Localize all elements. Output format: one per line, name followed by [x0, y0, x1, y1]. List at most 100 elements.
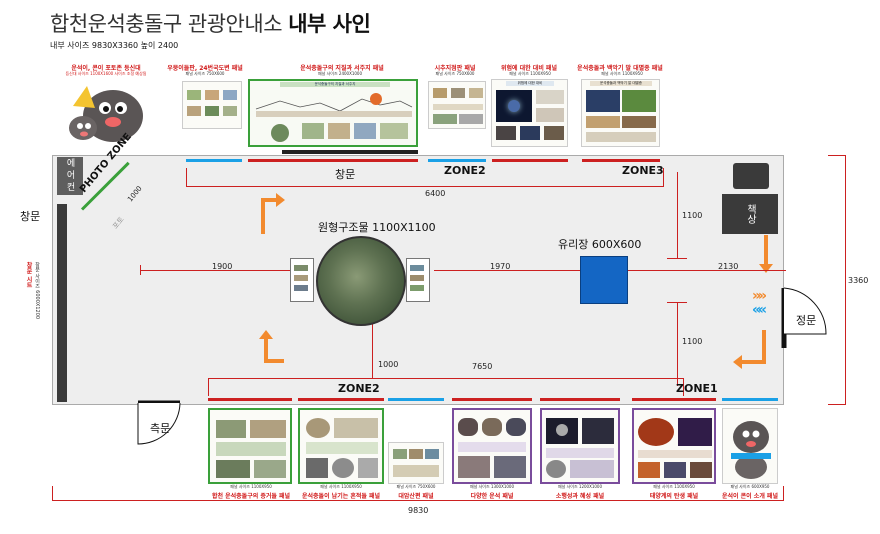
top-panel-4: [428, 81, 486, 129]
bottom-panel-7: [722, 408, 778, 484]
risk-panel-heading: 위험에 대한 대비: [506, 81, 554, 86]
desk: 책상: [722, 194, 778, 234]
left-window-label: 창문: [20, 210, 41, 223]
dim-line-mid: [434, 270, 582, 271]
top-panel-6-size: 패널 사이즈 1100X950: [601, 71, 643, 76]
top-panel-4-size: 패널 사이즈 750X600: [435, 71, 475, 76]
dim-line-total-height: [845, 155, 846, 405]
main-door-icon: [781, 287, 827, 348]
glass-case: [580, 256, 628, 304]
dim-line-lower-right: [677, 302, 678, 386]
wall-mark-bottom-red-2: [298, 398, 384, 401]
bottom-panel-4-size: 패널 사이즈 1300X1000: [469, 484, 515, 489]
top-panel-3-size: 패널 사이즈 2400X1000: [317, 71, 363, 76]
bottom-panel-2-size: 패널 사이즈 1100X950: [320, 484, 362, 489]
bottom-panel-6-title: 태양계의 탄생 패널: [649, 493, 699, 500]
dim-line-left-cap: [140, 265, 141, 275]
dim-line-upper-right-cap: [667, 258, 687, 259]
main-door-label: 정문: [796, 314, 817, 327]
bottom-panel-3-title: 대암산편 패널: [398, 493, 434, 500]
bottom-panel-1-title: 합천 운석충돌구의 증거들 패널: [211, 493, 291, 500]
wall-mark-blue-1: [186, 159, 242, 162]
wall-mark-red-1: [248, 159, 418, 162]
geology-panel-base: [282, 150, 418, 154]
flow-arrow-br-head: [733, 355, 742, 369]
dim-model-glass: 1970: [490, 262, 511, 271]
bottom-panel-3: [388, 442, 444, 484]
bottom-panel-1-size: 패널 사이즈 1100X950: [230, 484, 272, 489]
round-model-label: 원형구조물 1100X1100: [318, 221, 436, 234]
zone3-label: ZONE3: [622, 164, 664, 177]
bottom-panel-6: [632, 408, 716, 484]
bottom-panel-5-size: 패널 사이즈 1200X1000: [557, 484, 603, 489]
flow-arrow-tl-v: [261, 198, 265, 234]
zone-top-bracket-left: [186, 168, 187, 186]
flow-arrow-bl-v: [264, 335, 268, 363]
dim-upper-right: 1100: [682, 211, 703, 220]
top-window-label: 창문: [335, 168, 356, 181]
entrance-chevron-in: »»: [752, 288, 767, 304]
dim-line-lower-right-cap: [667, 302, 687, 303]
dim-line-total-width-left: [52, 486, 53, 500]
zone-top-bracket-right: [663, 168, 664, 186]
top-panel-4-title: 시추지점판 패널: [434, 65, 476, 72]
extinction-panel-heading: 운석충돌과 백악기 말 대멸종: [590, 81, 652, 86]
round-model-side-panel-left: [290, 258, 314, 302]
wall-mark-bottom-red-4: [540, 398, 620, 401]
mascot-standee-title: 운석이, 콘이 포토존 등신대: [71, 65, 141, 72]
zone-top-bracket: [186, 186, 664, 187]
top-panel-2-size: 패널 사이즈 750X600: [185, 71, 225, 76]
top-panel-6-title: 운석충돌과 백악기 말 대멸종 패널: [577, 65, 663, 72]
wall-mark-red-3: [582, 159, 660, 162]
wall-mark-red-2: [492, 159, 568, 162]
dim-line-left: [140, 270, 290, 271]
bottom-panel-5-title: 소행성과 혜성 패널: [555, 493, 605, 500]
flow-arrow-tr-v: [764, 235, 768, 265]
top-panel-3-title: 운석충돌구의 지질과 서주지 패널: [300, 65, 384, 72]
top-panel-2-title: 우뭉이들판, 24번국도변 패널: [167, 65, 243, 72]
dim-bottom-length: 7650: [472, 362, 493, 371]
mascot-icon: [69, 86, 143, 142]
dim-model-down: 1000: [378, 360, 399, 369]
bottom-panel-2: [298, 408, 384, 484]
zone2-bottom-label: ZONE2: [338, 382, 380, 395]
flow-arrow-br-h: [742, 360, 766, 364]
left-window-sheet-size: 창문 사이즈 6000X1200: [34, 262, 40, 320]
bottom-panel-6-size: 패널 사이즈 1100X950: [653, 484, 695, 489]
zone2-top-label: ZONE2: [444, 164, 486, 177]
dim-lower-right: 1100: [682, 337, 703, 346]
flow-arrow-tr-head: [759, 264, 773, 273]
round-model-side-panel-right: [406, 258, 430, 302]
zone-bottom-bracket-left: [208, 378, 209, 396]
wall-mark-bottom-blue-1: [388, 398, 444, 401]
top-panel-5-size: 패널 사이즈 1100X950: [509, 71, 551, 76]
dim-line-total-width: [52, 500, 784, 501]
top-panel-5-title: 위험에 대한 대비 패널: [501, 65, 557, 72]
dim-line-upper-right: [677, 172, 678, 258]
page-title: 합천운석충돌구 관광안내소 내부 사인: [50, 12, 371, 36]
geology-panel-heading: 운석충돌구의 지질과 서주지: [280, 82, 390, 87]
left-window-sheet-label: 창문 시트: [25, 262, 32, 289]
bottom-panel-7-size: 패널 사이즈 600X950: [730, 484, 770, 489]
dim-line-right: [626, 270, 786, 271]
desk-chair: [733, 163, 769, 189]
dim-line-total-height-top: [828, 155, 846, 156]
bottom-panel-1: [208, 408, 292, 484]
bottom-panel-4-title: 다양한 운석 패널: [470, 493, 514, 500]
bottom-panel-7-title: 운석이 콘이 소개 패널: [722, 493, 778, 500]
bottom-panel-2-title: 운석충돌이 남기는 흔적들 패널: [301, 493, 381, 500]
wall-mark-bottom-red-5: [632, 398, 716, 401]
entrance-chevron-out: ««: [752, 302, 767, 318]
round-model-structure: [316, 236, 406, 326]
flow-arrow-bl-head: [259, 330, 273, 339]
dim-glass-right: 2130: [718, 262, 739, 271]
dim-line-model-down: [372, 308, 373, 378]
mascot-standee-size: 등신대 사이즈 1100X1600 사이즈 조정 예상됨: [65, 71, 147, 76]
flow-arrow-tl-head: [276, 193, 285, 207]
air-conditioner: 에어컨: [57, 157, 83, 195]
dim-total-width: 9830: [408, 506, 429, 515]
wall-mark-bottom-red-1: [208, 398, 292, 401]
zone1-label: ZONE1: [676, 382, 718, 395]
wall-mark-blue-2: [428, 159, 486, 162]
glass-case-label: 유리장 600X600: [558, 238, 642, 251]
